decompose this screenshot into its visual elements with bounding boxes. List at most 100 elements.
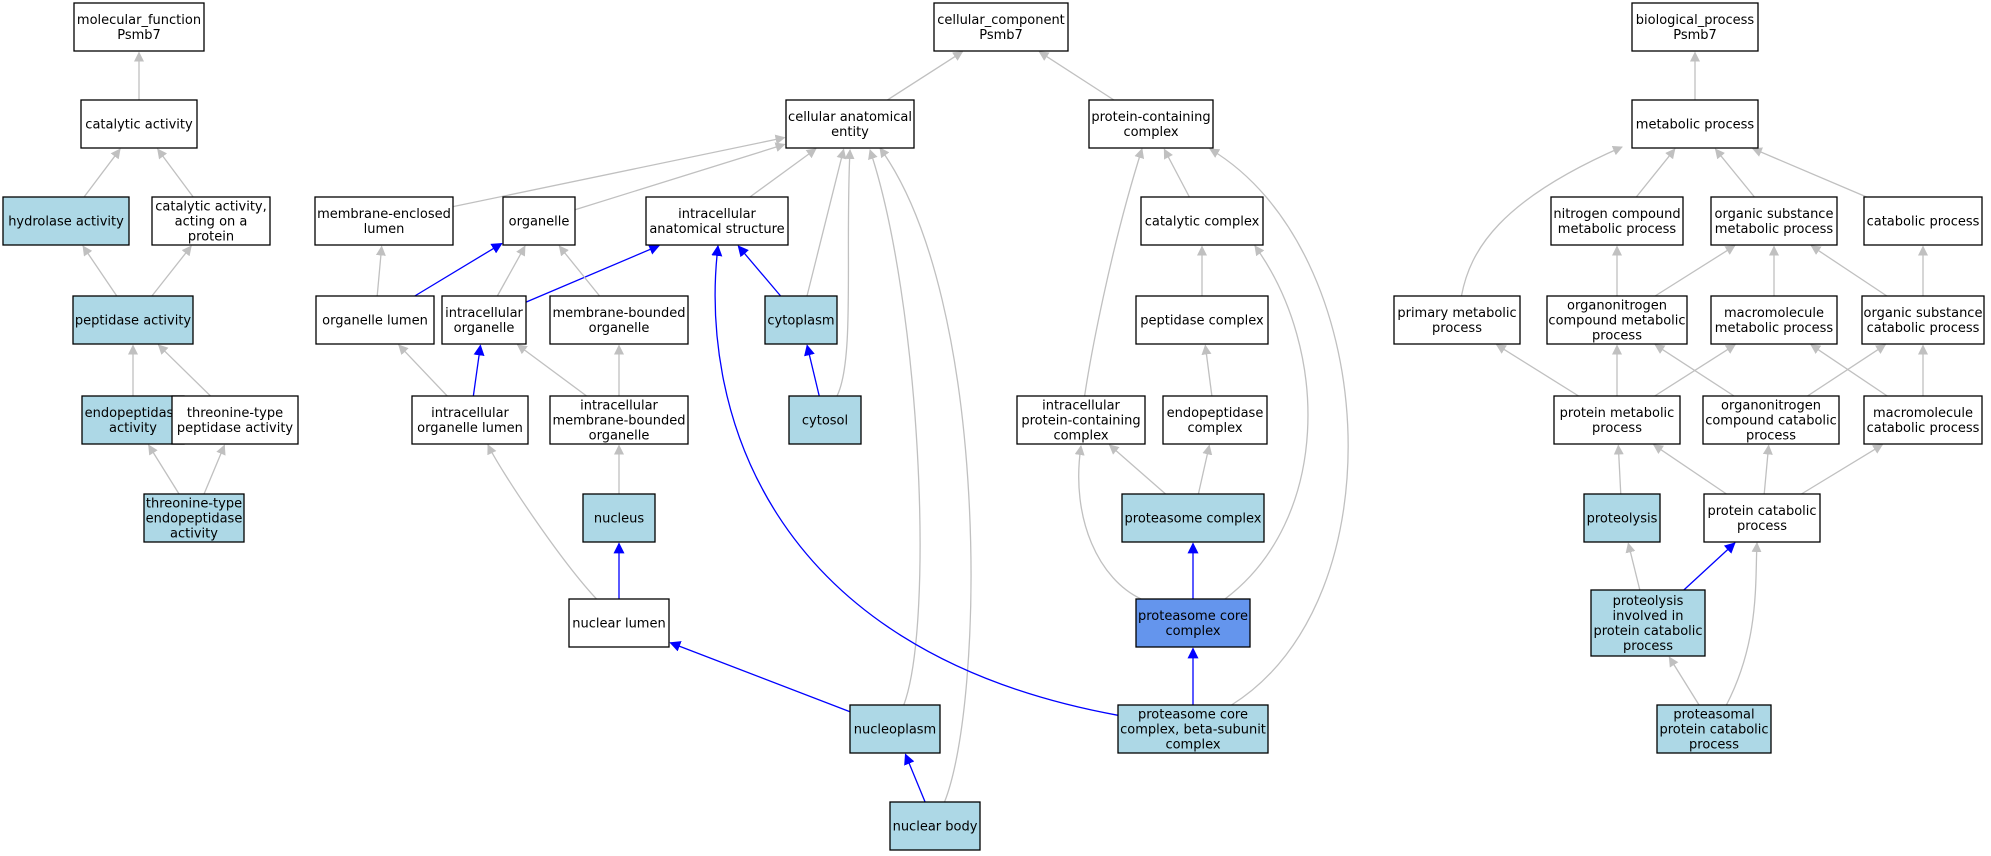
go-term-node-hydrolase-activity[interactable]: hydrolase activity (2, 196, 130, 246)
is-a-edge-pbeta-to-pcc (1209, 148, 1349, 706)
edge (487, 444, 597, 600)
go-term-node-nuclear-lumen[interactable]: nuclear lumen (568, 598, 670, 648)
go-term-box (1590, 589, 1706, 657)
is-a-edge-mcp-to-mmp (1810, 344, 1888, 397)
edge (148, 444, 180, 495)
go-term-node-cytoplasm[interactable]: cytoplasm (764, 295, 838, 345)
go-term-box (645, 196, 789, 246)
is-a-edge-protcat-to-onccp (1762, 444, 1773, 495)
go-term-label: metabolic process (1558, 222, 1677, 237)
edge (1460, 146, 1623, 297)
is-a-edge-cae-to-cc (887, 51, 964, 101)
go-term-box (314, 196, 454, 246)
go-term-label: organonitrogen (1721, 399, 1821, 414)
go-term-box (80, 99, 198, 149)
edge (904, 753, 926, 803)
go-term-box (315, 295, 435, 345)
go-term-label: organelle lumen (322, 314, 428, 329)
go-term-node-metabolic-process[interactable]: metabolic process (1631, 99, 1759, 149)
go-term-node-peptidase-activity[interactable]: peptidase activity (72, 295, 194, 345)
path-edge-nucleoplasm-to-nuclumen (669, 641, 851, 713)
go-term-node-cytosol[interactable]: cytosol (788, 395, 862, 445)
is-a-edge-orglumen-to-mel (375, 245, 386, 297)
go-term-label: Psmb7 (979, 28, 1023, 43)
go-term-node-nucleus[interactable]: nucleus (582, 493, 656, 543)
go-term-node-nuclear-body[interactable]: nuclear body (889, 801, 981, 851)
go-term-label: nitrogen compound (1553, 207, 1680, 222)
go-term-label: organelle (589, 321, 650, 336)
go-term-box (151, 196, 271, 246)
is-a-edge-onccp-to-oncmp (1654, 344, 1735, 397)
go-term-node-nucleoplasm[interactable]: nucleoplasm (849, 704, 941, 754)
go-term-box (1117, 704, 1269, 754)
go-term-node-catalytic-complex[interactable]: catalytic complex (1140, 196, 1264, 246)
edge (806, 148, 847, 297)
go-term-label: complex (1123, 125, 1178, 140)
edge (879, 147, 972, 803)
go-term-node-proteasome-complex[interactable]: proteasome complex (1121, 493, 1265, 543)
go-term-label: biological_process (1636, 13, 1755, 28)
go-term-box (1710, 196, 1838, 246)
go-term-label: organic substance (1715, 207, 1834, 222)
go-term-box (1863, 196, 1983, 246)
edge (1224, 245, 1309, 600)
go-term-node-catalytic-activity[interactable]: catalytic activity (80, 99, 198, 149)
go-term-box (1135, 295, 1269, 345)
edge (1201, 344, 1213, 397)
is-a-edge-imbo-to-intorg (516, 344, 587, 397)
is-a-edge-hydro-to-catact (83, 148, 121, 198)
go-term-node-organelle[interactable]: organelle (502, 196, 576, 246)
go-term-node-proteolysis[interactable]: proteolysis (1583, 493, 1661, 543)
edge (669, 641, 851, 713)
is-a-edge-organelle-to-cae (574, 142, 786, 211)
edge (574, 142, 786, 211)
go-term-label: peptidase activity (177, 421, 294, 436)
edge (452, 134, 786, 208)
go-term-label: Psmb7 (117, 28, 161, 43)
go-term-label: complex (1165, 624, 1220, 639)
edge (398, 344, 448, 397)
go-term-node-peptidase-complex[interactable]: peptidase complex (1135, 295, 1269, 345)
go-term-label: proteolysis (1613, 594, 1684, 609)
is-a-edge-pepact-to-hydro (82, 245, 118, 297)
go-term-label: peptidase complex (1140, 314, 1264, 329)
go-term-node-catabolic-process[interactable]: catabolic process (1863, 196, 1983, 246)
go-term-label: primary metabolic (1397, 306, 1516, 321)
go-term-label: process (1592, 421, 1642, 436)
path-edge-nucbody-to-nucleoplasm (904, 753, 926, 803)
go-term-node-organelle-lumen[interactable]: organelle lumen (315, 295, 435, 345)
edge (151, 245, 192, 297)
